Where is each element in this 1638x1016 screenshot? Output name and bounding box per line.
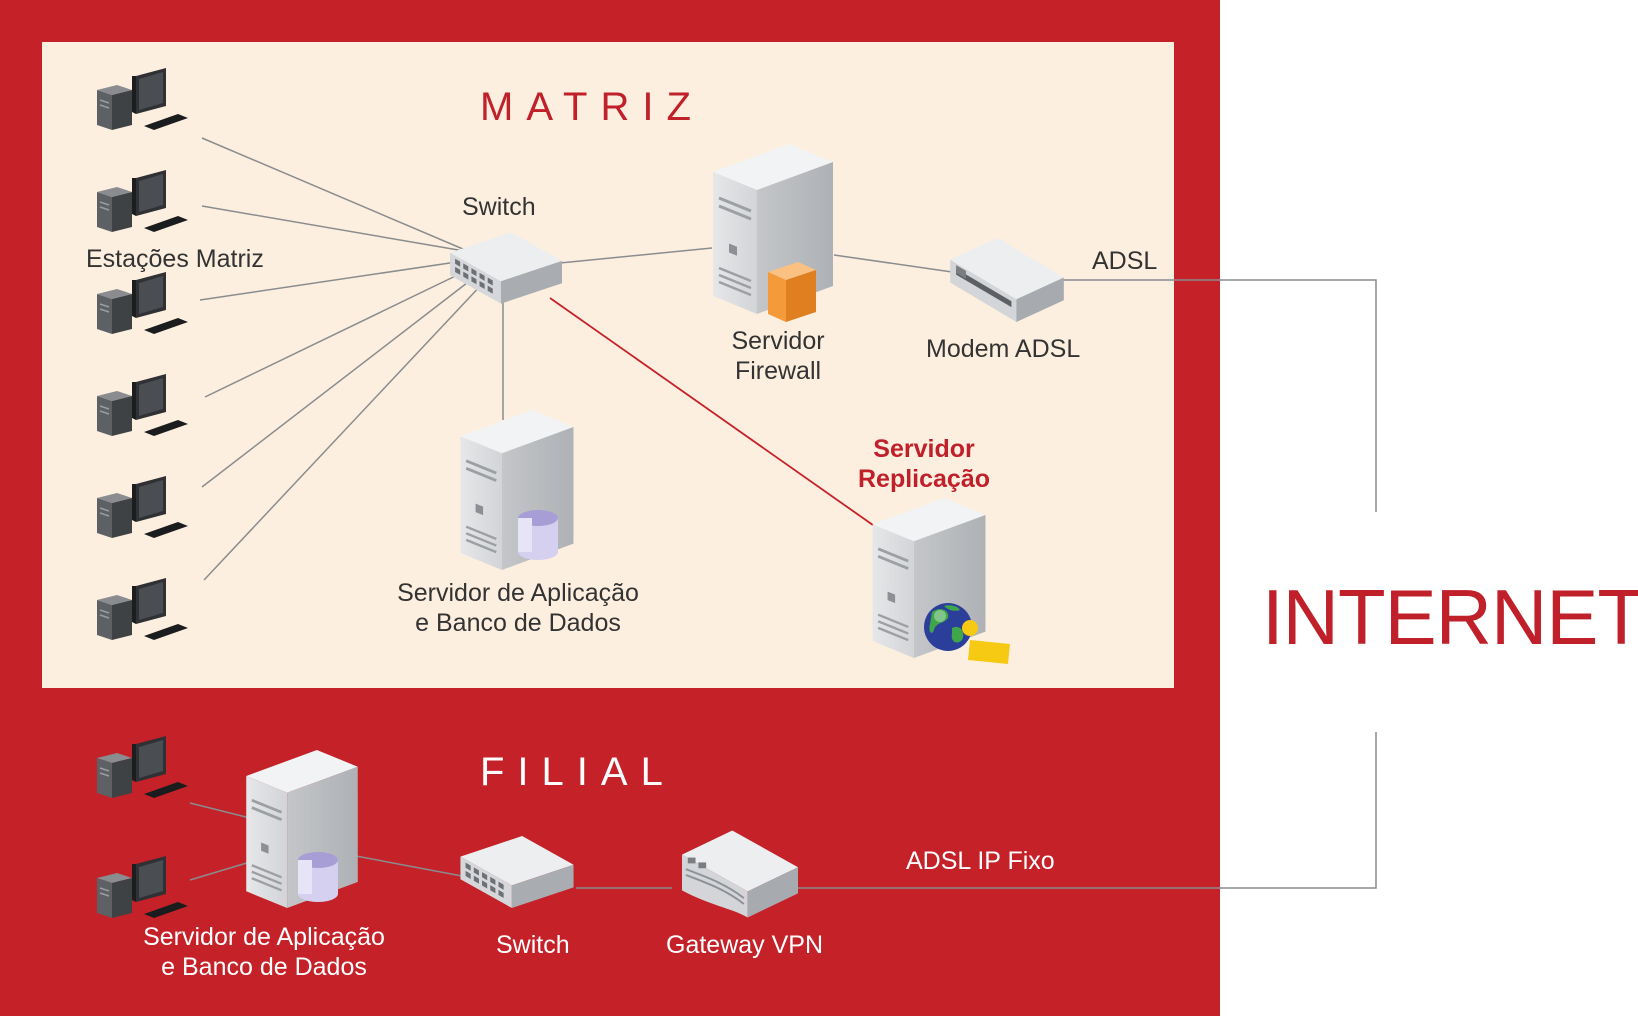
firewall-icon	[768, 262, 816, 322]
filial-app-server-label-line1: Servidor de Aplicação	[143, 923, 385, 951]
globe-icon	[924, 603, 972, 651]
gateway-label: Gateway VPN	[666, 931, 824, 959]
stations-label: Estações Matriz	[86, 245, 264, 273]
matriz-station-links	[199, 137, 1377, 889]
replication-label-line2: Replicação	[857, 465, 991, 493]
firewall-label-line2: Firewall	[734, 357, 822, 385]
replication-label-line1: Servidor	[873, 435, 975, 463]
matriz-title: MATRIZ	[480, 85, 704, 129]
adsl-label: ADSL	[1092, 247, 1158, 275]
firewall-label-line1: Servidor	[731, 327, 825, 355]
switch-label: Switch	[462, 193, 536, 221]
internet-label: INTERNET	[1262, 573, 1638, 661]
key-icon	[962, 620, 1010, 664]
filial-app-server-label-line2: e Banco de Dados	[161, 953, 367, 981]
filial-switch-label: Switch	[496, 931, 570, 959]
filial-adsl-label: ADSL IP Fixo	[906, 847, 1055, 875]
filial-title: FILIAL	[480, 750, 676, 794]
filial-database-icon	[298, 852, 338, 902]
replication-link	[549, 297, 881, 531]
database-icon	[518, 510, 558, 560]
filial-station-links	[189, 802, 251, 881]
modem-label: Modem ADSL	[926, 335, 1081, 363]
app-server-label-line2: e Banco de Dados	[415, 609, 621, 637]
app-server-label-line1: Servidor de Aplicação	[397, 579, 639, 607]
